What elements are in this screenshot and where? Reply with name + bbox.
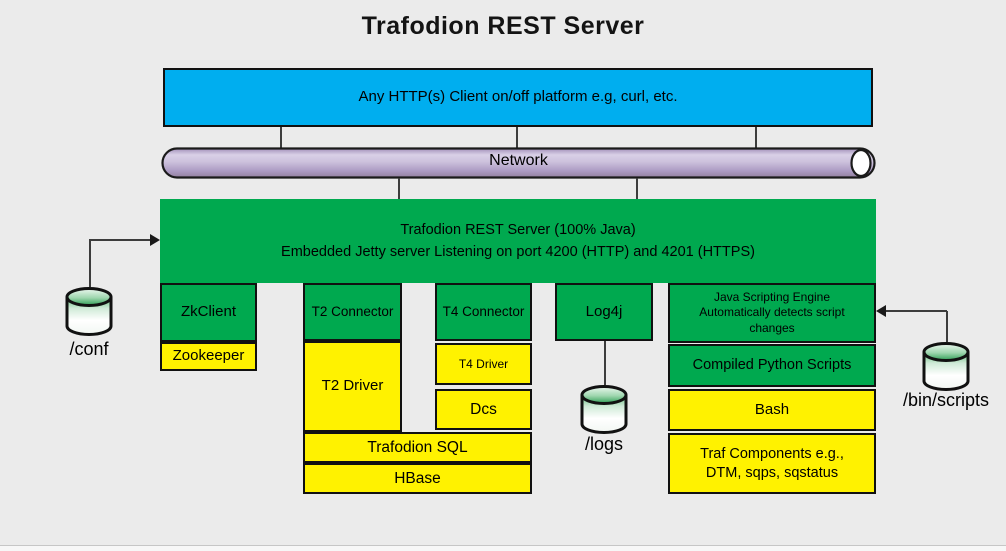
java-scripting-engine-box: Java Scripting Engine Automatically dete… bbox=[668, 283, 876, 343]
trafodion-sql-label: Trafodion SQL bbox=[367, 438, 468, 456]
dcs-label: Dcs bbox=[470, 400, 497, 418]
t2-connector-box: T2 Connector bbox=[303, 283, 402, 341]
http-client-box: Any HTTP(s) Client on/off platform e.g, … bbox=[163, 68, 873, 127]
traf-components-box: Traf Components e.g., DTM, sqps, sqstatu… bbox=[668, 433, 876, 494]
logs-label: /logs bbox=[584, 434, 624, 454]
trafodion-sql-box: Trafodion SQL bbox=[303, 432, 532, 463]
network-label: Network bbox=[489, 152, 548, 169]
t2-driver-label: T2 Driver bbox=[321, 377, 384, 395]
conf-database-cylinder-icon bbox=[64, 286, 114, 342]
rest-server-box: Trafodion REST Server (100% Java) Embedd… bbox=[160, 199, 876, 283]
hbase-label: HBase bbox=[394, 469, 441, 487]
network-pipe bbox=[161, 147, 876, 179]
bin-scripts-arrow-line bbox=[885, 310, 947, 312]
t4-driver-label: T4 Driver bbox=[458, 356, 509, 371]
log4j-box: Log4j bbox=[555, 283, 653, 341]
t4-connector-box: T4 Connector bbox=[435, 283, 532, 341]
zkclient-box: ZkClient bbox=[160, 283, 257, 342]
conf-label: /conf bbox=[69, 339, 109, 359]
log4j-label: Log4j bbox=[585, 302, 623, 320]
java-scripting-line2: Automatically detects script changes bbox=[699, 305, 845, 335]
network-pipe-icon bbox=[161, 147, 876, 179]
zookeeper-label: Zookeeper bbox=[172, 347, 245, 365]
page-bottom-rule bbox=[0, 545, 1006, 546]
hbase-box: HBase bbox=[303, 463, 532, 494]
java-scripting-line1: Java Scripting Engine bbox=[713, 289, 831, 304]
traf-components-label: Traf Components e.g., DTM, sqps, sqstatu… bbox=[700, 446, 844, 481]
arrowhead-left-icon bbox=[876, 305, 886, 317]
zkclient-label: ZkClient bbox=[180, 303, 236, 321]
bin-scripts-label: /bin/scripts bbox=[902, 390, 990, 410]
logs-database-cylinder-icon bbox=[579, 384, 629, 440]
connector-line bbox=[398, 178, 400, 200]
logs-connector-line bbox=[604, 341, 606, 385]
t2-driver-box: T2 Driver bbox=[303, 341, 402, 432]
conf-arrow-line bbox=[89, 240, 91, 287]
connector-line bbox=[636, 178, 638, 200]
page-title: Trafodion REST Server bbox=[361, 12, 645, 40]
zookeeper-box: Zookeeper bbox=[160, 342, 257, 371]
t2-connector-label: T2 Connector bbox=[311, 303, 394, 319]
bin-scripts-arrow-line bbox=[946, 311, 948, 342]
connector-line bbox=[280, 127, 282, 148]
arrowhead-right-icon bbox=[150, 234, 160, 246]
bash-box: Bash bbox=[668, 389, 876, 431]
bash-label: Bash bbox=[754, 400, 790, 418]
compiled-python-box: Compiled Python Scripts bbox=[668, 344, 876, 387]
rest-server-line2: Embedded Jetty server Listening on port … bbox=[281, 243, 755, 260]
http-client-label: Any HTTP(s) Client on/off platform e.g, … bbox=[358, 88, 678, 106]
bin-scripts-database-cylinder-icon bbox=[921, 341, 971, 397]
rest-server-line1: Trafodion REST Server (100% Java) bbox=[400, 222, 636, 239]
connector-line bbox=[516, 127, 518, 148]
compiled-python-label: Compiled Python Scripts bbox=[692, 357, 852, 374]
page-bottom-strip bbox=[0, 546, 1006, 551]
conf-arrow-line bbox=[89, 239, 151, 241]
dcs-box: Dcs bbox=[435, 389, 532, 430]
connector-line bbox=[755, 127, 757, 148]
t4-driver-box: T4 Driver bbox=[435, 343, 532, 385]
t4-connector-label: T4 Connector bbox=[442, 303, 525, 319]
